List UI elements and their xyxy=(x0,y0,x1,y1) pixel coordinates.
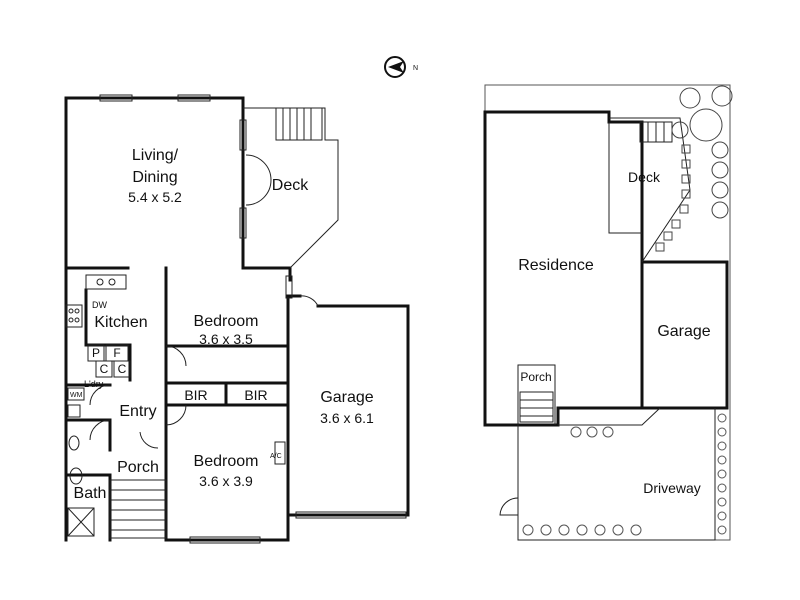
window-bedroom xyxy=(189,536,261,544)
door-garage xyxy=(299,295,319,307)
site-deck-label: Deck xyxy=(628,169,661,185)
compass-arrow-icon xyxy=(388,61,404,73)
compass-label: N xyxy=(413,65,418,72)
tree-icon xyxy=(711,181,729,199)
kitchen-sink xyxy=(85,274,127,290)
basin-icon xyxy=(68,435,80,451)
porch-label: Porch xyxy=(117,459,159,476)
laundry-label: L'dry xyxy=(84,379,104,389)
pantry-p-label: P xyxy=(92,346,100,360)
trough-icon xyxy=(67,404,81,418)
compass: N xyxy=(384,56,418,78)
dw-label: DW xyxy=(92,300,107,310)
door-laundry xyxy=(89,384,111,406)
bir1-label: BIR xyxy=(184,387,207,403)
window-living-3 xyxy=(239,119,247,151)
kitchen-fixtures xyxy=(65,274,131,378)
porch-stairs-site xyxy=(519,391,554,423)
deck-outline-site xyxy=(608,117,691,263)
tree-icon xyxy=(679,87,701,109)
washer-label: WM xyxy=(70,392,83,399)
living-label-2: Dining xyxy=(132,169,177,186)
garage-dims: 3.6 x 6.1 xyxy=(320,410,374,426)
ac-label: A/C xyxy=(270,453,282,460)
trees xyxy=(671,85,733,219)
bath-label: Bath xyxy=(74,485,107,502)
bir2-label: BIR xyxy=(244,387,267,403)
door-bedroom1 xyxy=(165,345,187,367)
site-plan: Residence Deck Garage Porch Driveway xyxy=(483,84,733,541)
ac-unit xyxy=(274,441,286,465)
deck-stairs-site xyxy=(639,121,673,143)
cupboard-1-box xyxy=(95,360,113,378)
bedroom1-label: Bedroom xyxy=(194,313,259,330)
garage-label: Garage xyxy=(320,389,373,406)
doors xyxy=(89,154,319,449)
shrubs xyxy=(522,413,727,536)
entry-walls xyxy=(64,383,112,542)
toilet-icon xyxy=(69,467,83,485)
garage-walls xyxy=(286,294,410,517)
ground-floor-plan: Living/ Dining 5.4 x 5.2 Deck DW Kitchen… xyxy=(64,94,410,544)
cupboard-2-box xyxy=(113,360,131,378)
living-walls xyxy=(64,96,292,542)
tree-icon xyxy=(711,161,729,179)
entry-label: Entry xyxy=(119,403,156,420)
deck-outline xyxy=(243,107,339,269)
bedroom2-label: Bedroom xyxy=(194,453,259,470)
site-driveway-label: Driveway xyxy=(643,480,701,496)
cupboard-1-label: C xyxy=(100,362,109,376)
porch-outline-site xyxy=(517,364,556,425)
window-deck xyxy=(285,275,293,299)
kitchen-label: Kitchen xyxy=(94,314,147,331)
site-porch-label: Porch xyxy=(520,370,551,384)
window-living-1 xyxy=(99,94,133,102)
deck-label: Deck xyxy=(272,177,309,194)
tree-icon xyxy=(711,201,729,219)
residence-outline xyxy=(483,110,644,427)
fridge-label: F xyxy=(113,346,120,360)
bedroom1-dims: 3.6 x 3.5 xyxy=(199,331,253,347)
cupboard-2-label: C xyxy=(118,362,127,376)
site-boundary xyxy=(484,84,731,541)
window-living-4 xyxy=(239,207,247,239)
tree-icon xyxy=(689,108,723,142)
tree-icon xyxy=(711,85,733,107)
door-bath xyxy=(89,419,111,441)
site-gate xyxy=(499,497,519,516)
cooktop-icon xyxy=(65,304,83,328)
washer-box xyxy=(67,387,85,401)
door-entry xyxy=(139,431,159,449)
living-dims: 5.4 x 5.2 xyxy=(128,189,182,205)
windows xyxy=(99,94,407,544)
door-deck xyxy=(245,154,272,206)
bath-fixtures xyxy=(67,387,95,537)
bedroom2-dims: 3.6 x 3.9 xyxy=(199,473,253,489)
deck-stairs xyxy=(275,107,323,141)
bedroom-divider xyxy=(164,344,290,407)
window-living-2 xyxy=(177,94,211,102)
living-label: Living/ xyxy=(132,147,179,164)
tree-icon xyxy=(671,121,689,139)
shower-icon xyxy=(67,507,95,537)
garage-door xyxy=(295,511,407,519)
driveway-outline xyxy=(517,407,716,541)
planter-boxes xyxy=(655,144,691,252)
porch-stairs xyxy=(109,479,167,539)
site-garage-label: Garage xyxy=(657,323,710,340)
door-bedroom2 xyxy=(165,404,187,426)
site-residence-label: Residence xyxy=(518,257,594,274)
garage-outline xyxy=(640,260,729,410)
tree-icon xyxy=(711,141,729,159)
